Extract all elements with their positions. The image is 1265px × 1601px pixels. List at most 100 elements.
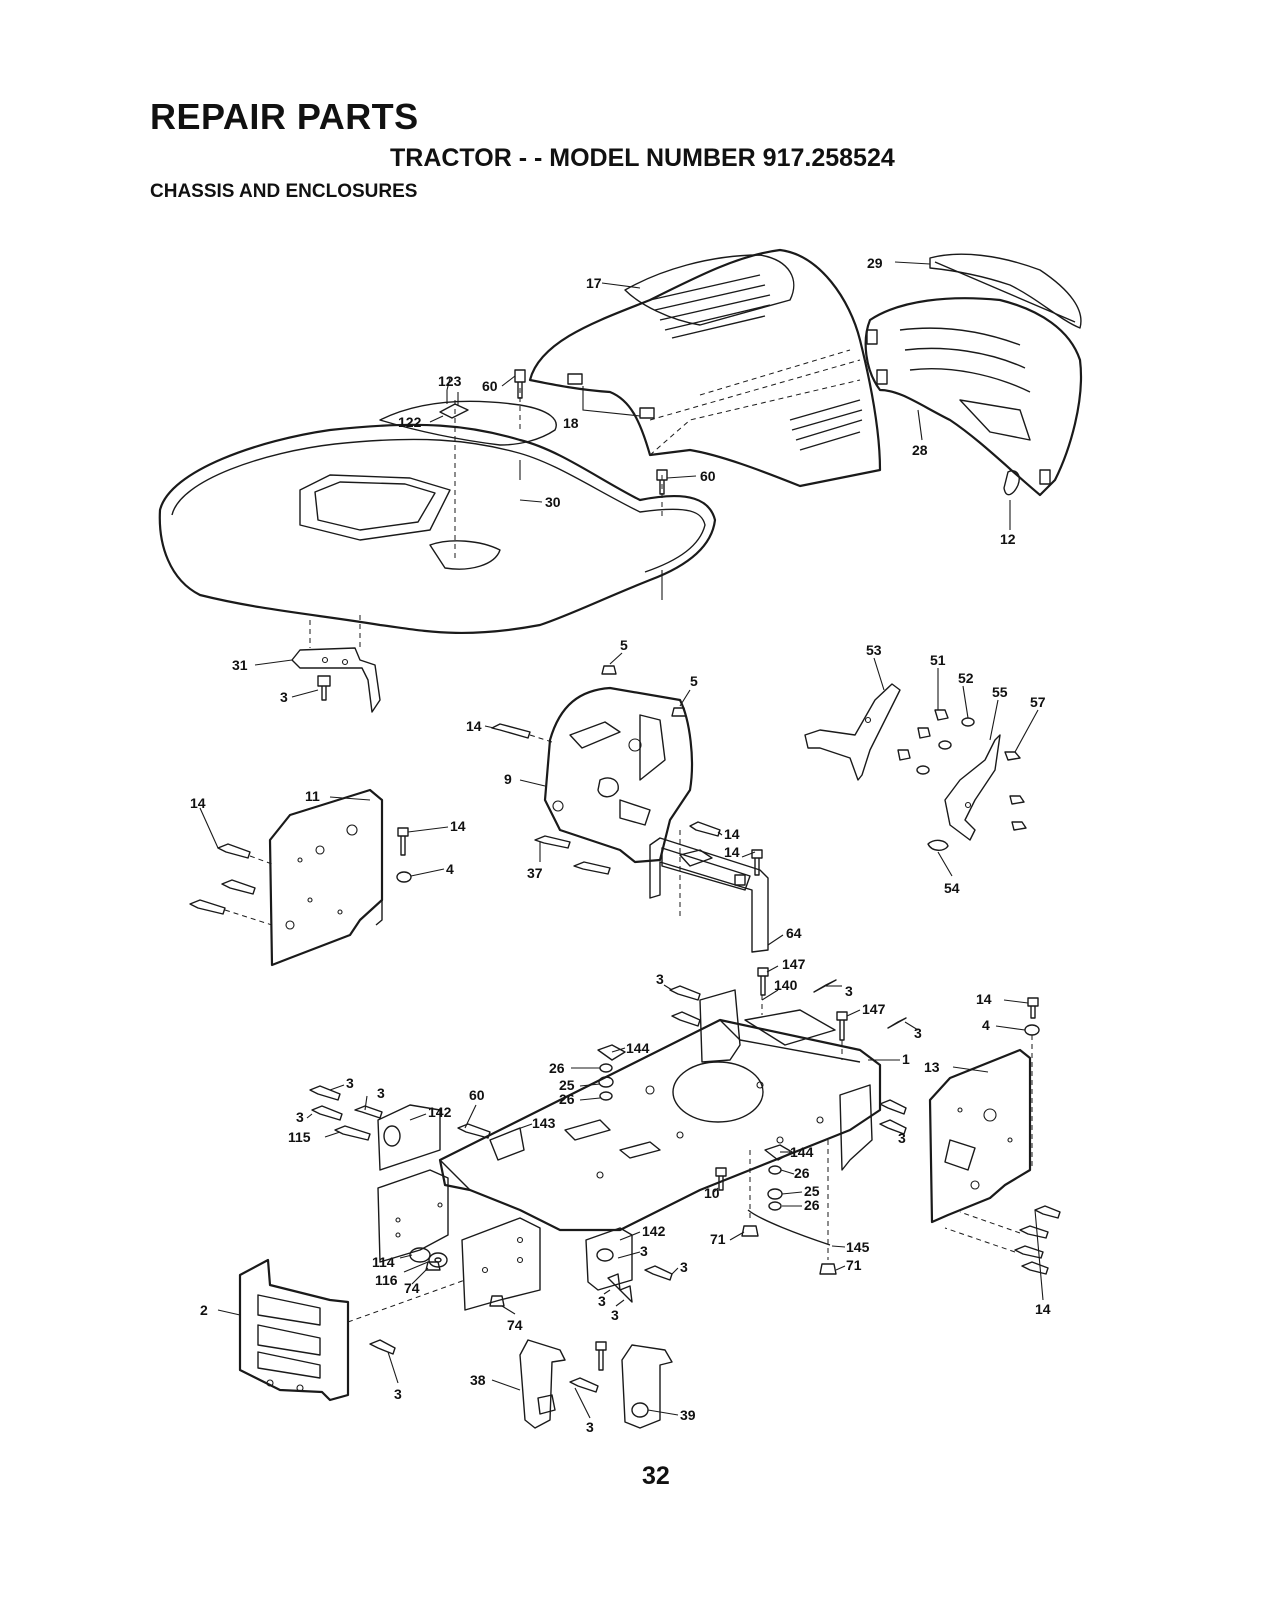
- callout-3-lower-d: 3: [611, 1307, 619, 1323]
- panel-bolt: [190, 900, 225, 914]
- panel-bolt: [1020, 1226, 1048, 1238]
- callout-26-upper2: 26: [559, 1091, 575, 1107]
- callout-38: 38: [470, 1372, 486, 1388]
- callout-3-frame-far: 3: [914, 1025, 922, 1041]
- callout-147-upper: 147: [782, 956, 806, 972]
- callout-3-frame-top: 3: [656, 971, 664, 987]
- dash-nut: [602, 666, 616, 674]
- callout-115: 115: [288, 1129, 311, 1145]
- callout-142-upper: 142: [428, 1104, 452, 1120]
- seat-knob: [928, 840, 948, 850]
- callout-28: 28: [912, 442, 928, 458]
- callout-4-right: 4: [982, 1017, 990, 1033]
- seat-pivot-bracket: [292, 648, 380, 712]
- bracket-142-lower: [586, 1228, 632, 1290]
- callout-51: 51: [930, 652, 946, 668]
- callout-57: 57: [1030, 694, 1046, 710]
- callout-31: 31: [232, 657, 248, 673]
- callout-3-left-a: 3: [346, 1075, 354, 1091]
- callout-17: 17: [586, 275, 602, 291]
- panel-bolt: [1028, 998, 1038, 1018]
- callout-18: 18: [563, 415, 579, 431]
- right-side-panel: [930, 1050, 1030, 1222]
- callout-26-lower2: 26: [804, 1197, 820, 1213]
- panel-bolt: [398, 828, 408, 855]
- callout-3-lower-a: 3: [640, 1243, 648, 1259]
- washer: [1025, 1025, 1039, 1035]
- hood-part: [530, 250, 880, 486]
- callout-55: 55: [992, 684, 1008, 700]
- seat-nuts: [898, 710, 974, 774]
- callout-145: 145: [846, 1239, 870, 1255]
- seat-bolt: [1012, 822, 1026, 830]
- callout-29: 29: [867, 255, 883, 271]
- brake-rod-part: [742, 1210, 836, 1274]
- panel-bolt: [1022, 1262, 1048, 1274]
- callout-14-right-group: 14: [1035, 1301, 1051, 1317]
- callout-71-left: 71: [710, 1231, 726, 1247]
- callout-122: 122: [398, 414, 422, 430]
- steering-bolt: [690, 822, 720, 836]
- callout-123: 123: [438, 373, 462, 389]
- callout-12: 12: [1000, 531, 1016, 547]
- callout-1: 1: [902, 1051, 910, 1067]
- callout-52: 52: [958, 670, 974, 686]
- callout-71-right: 71: [846, 1257, 862, 1273]
- callout-74-right: 74: [507, 1317, 523, 1333]
- callout-3-front: 3: [394, 1386, 402, 1402]
- callout-3-lower-b: 3: [680, 1259, 688, 1275]
- clip-144-lower: [765, 1145, 792, 1210]
- bracket-bolt: [570, 1378, 598, 1392]
- page-number: 32: [642, 1462, 670, 1491]
- callout-114: 114: [372, 1254, 395, 1270]
- dash-panel-part: [545, 688, 692, 862]
- fender-bolt: [657, 470, 667, 494]
- callout-30: 30: [545, 494, 561, 510]
- callout-14-steer-upper: 14: [724, 826, 740, 842]
- callout-14-dash: 14: [466, 718, 482, 734]
- callout-5-left: 5: [620, 637, 628, 653]
- clip-144-upper: [598, 1045, 625, 1100]
- front-panel-bolt: [370, 1340, 395, 1354]
- steering-support-part: [650, 838, 768, 952]
- bracket-bolt: [318, 676, 330, 700]
- callout-3-seat: 3: [280, 689, 288, 705]
- frame-plate-right: [840, 1085, 872, 1170]
- bracket-39: [622, 1345, 672, 1428]
- callout-2: 2: [200, 1302, 208, 1318]
- callout-144-lower: 144: [790, 1144, 814, 1160]
- callout-26-upper: 26: [549, 1060, 565, 1076]
- seat-bracket-part: [440, 404, 468, 418]
- hood-bolt: [515, 370, 525, 398]
- seat-support-right: [945, 735, 1000, 840]
- callout-144-upper: 144: [626, 1040, 650, 1056]
- callout-140: 140: [774, 977, 798, 993]
- callout-39: 39: [680, 1407, 696, 1423]
- washer: [397, 872, 411, 882]
- panel-bolt: [1035, 1206, 1060, 1218]
- bracket-bolt: [596, 1342, 606, 1370]
- front-grille-panel: [240, 1260, 348, 1400]
- callout-64: 64: [786, 925, 802, 941]
- callout-147-lower: 147: [862, 1001, 886, 1017]
- callout-143: 143: [532, 1115, 556, 1131]
- callout-3-left-c: 3: [296, 1109, 304, 1125]
- callout-142-lower: 142: [642, 1223, 666, 1239]
- seat-support-left: [805, 684, 900, 780]
- callout-60-lower: 60: [700, 468, 716, 484]
- left-side-panel: [270, 790, 382, 965]
- grille-part: [866, 298, 1081, 495]
- seat-bolt: [1005, 752, 1020, 760]
- callout-3-lower-c: 3: [598, 1293, 606, 1309]
- fender-part: [160, 401, 715, 633]
- dash-bolt: [492, 724, 530, 738]
- callout-60-frame: 60: [469, 1087, 485, 1103]
- callout-11: 11: [305, 788, 320, 804]
- callout-54: 54: [944, 880, 960, 896]
- callout-14-steer-lower: 14: [724, 844, 740, 860]
- callout-13: 13: [924, 1059, 940, 1075]
- dash-bolt: [574, 862, 610, 874]
- callout-37: 37: [527, 865, 543, 881]
- callout-26-lower: 26: [794, 1165, 810, 1181]
